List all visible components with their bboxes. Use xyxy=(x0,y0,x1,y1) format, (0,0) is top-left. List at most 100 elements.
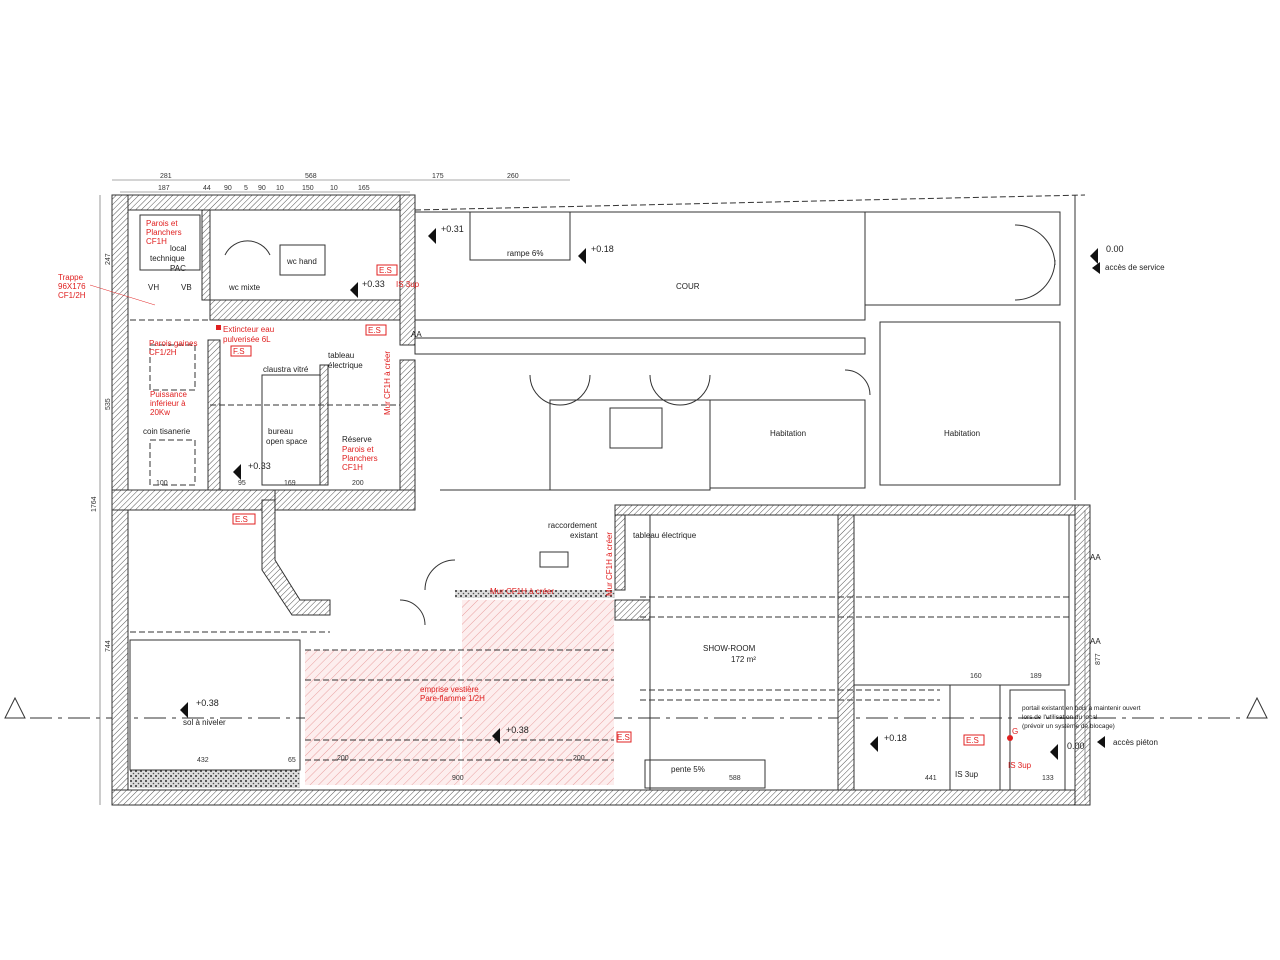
level-marker: +0.38 xyxy=(196,698,219,708)
dimension-label: 432 xyxy=(197,757,209,764)
dimension-label: 44 xyxy=(203,185,211,192)
dimension-label: 877 xyxy=(1095,653,1102,665)
label-raccordement: existant xyxy=(570,531,598,540)
fire-zone-hatch xyxy=(462,600,614,785)
dimension-label: 441 xyxy=(925,775,937,782)
room-label-tableau: électrique xyxy=(328,361,363,370)
dimension-label: 189 xyxy=(1030,673,1042,680)
level-marker: 0.00 xyxy=(1067,741,1085,751)
label-aa: AA xyxy=(1090,553,1101,562)
dimension-label: 187 xyxy=(158,185,170,192)
badge-es: E.S xyxy=(235,515,248,524)
note-trappe: Trappe xyxy=(58,273,84,282)
level-markers: +0.31 +0.18 0.00 +0.33 +0.33 +0.38 +0.38… xyxy=(180,224,1124,760)
badge-es: E.S xyxy=(617,733,630,742)
room-label-local-technique: technique xyxy=(150,254,185,263)
badge-es: E.S xyxy=(966,736,979,745)
label-is-3up: IS 3up xyxy=(955,770,979,779)
label-raccordement: raccordement xyxy=(548,521,598,530)
dimension-label: 95 xyxy=(238,480,246,487)
note-parois: Parois et xyxy=(342,445,374,454)
note-portail: (prévoir un système de blocage) xyxy=(1022,723,1115,730)
note-parois: Planchers xyxy=(342,454,378,463)
dimension-label: 588 xyxy=(729,775,741,782)
badge-fs: F.S xyxy=(233,347,245,356)
note-parois: Parois et xyxy=(146,219,178,228)
gravel-strip xyxy=(455,590,615,598)
room-label-bureau: bureau xyxy=(268,427,293,436)
dimension-label: 260 xyxy=(507,173,519,180)
label-rampe: rampe 6% xyxy=(507,249,543,258)
dimension-label: 90 xyxy=(224,185,232,192)
section-line xyxy=(4,696,1268,719)
label-vb: VB xyxy=(181,283,192,292)
note-extincteur: pulverisée 6L xyxy=(223,335,271,344)
dimension-label: 165 xyxy=(358,185,370,192)
room-label-reserve: Réserve xyxy=(342,435,372,444)
note-emprise: emprise vestière xyxy=(420,685,479,694)
room-label-local-technique: PAC xyxy=(170,264,186,273)
note-mur-cf1h: Mur CF1H à créer xyxy=(490,587,554,596)
room-label-claustra: claustra vitré xyxy=(263,365,309,374)
dimension-label: 535 xyxy=(105,398,112,410)
room-area-show-room: 172 m² xyxy=(731,655,756,664)
dimension-label: 100 xyxy=(156,480,168,487)
level-marker: +0.31 xyxy=(441,224,464,234)
dimension-label: 90 xyxy=(258,185,266,192)
note-puissance: Puissance xyxy=(150,390,187,399)
level-marker: +0.18 xyxy=(591,244,614,254)
room-labels: COUR Habitation Habitation wc mixte wc h… xyxy=(143,244,980,774)
room-label-habitation: Habitation xyxy=(770,429,806,438)
level-marker: +0.18 xyxy=(884,733,907,743)
note-mur-cf1h: Mur CF1H à créer xyxy=(605,532,614,596)
room-label-wc-mixte: wc mixte xyxy=(228,283,261,292)
dimension-label: 1764 xyxy=(91,496,98,512)
note-trappe: 96X176 xyxy=(58,282,86,291)
dimension-label: 10 xyxy=(330,185,338,192)
note-portail: lors de l'utilisation du local xyxy=(1022,714,1098,721)
room-label-local-technique: local xyxy=(170,244,187,253)
level-marker: 0.00 xyxy=(1106,244,1124,254)
badge-es: E.S xyxy=(379,266,392,275)
fire-zone-hatch xyxy=(305,650,460,785)
note-parois-gaines: Parois gaines xyxy=(149,339,197,348)
note-parois: Planchers xyxy=(146,228,182,237)
level-marker: +0.33 xyxy=(362,279,385,289)
note-emprise: Pare-flamme 1/2H xyxy=(420,694,485,703)
room-label-tableau-electrique: tableau électrique xyxy=(633,531,697,540)
dimension-label: 160 xyxy=(970,673,982,680)
extinguisher-icon xyxy=(216,325,221,330)
dimension-label: 133 xyxy=(1042,775,1054,782)
label-aa: AA xyxy=(1090,637,1101,646)
dimension-label: 5 xyxy=(244,185,248,192)
note-parois: CF1H xyxy=(342,463,363,472)
note-parois: CF1H xyxy=(146,237,167,246)
dimension-lines: 281 568 175 260 187 44 90 5 90 10 150 10… xyxy=(91,173,1102,805)
note-trappe: CF1/2H xyxy=(58,291,86,300)
note-portail: portail existant en bois à maintenir ouv… xyxy=(1022,705,1141,712)
label-acces-service: accès de service xyxy=(1105,263,1165,272)
label-vh: VH xyxy=(148,283,159,292)
dimension-label: 200 xyxy=(337,755,349,762)
walls xyxy=(111,194,1091,806)
room-label-coin-tisanerie: coin tisanerie xyxy=(143,427,191,436)
label-is-3up: IS 3up xyxy=(396,280,420,289)
label-acces-pieton: accès piéton xyxy=(1113,738,1158,747)
room-label-show-room: SHOW-ROOM xyxy=(703,644,756,653)
label-pente: pente 5% xyxy=(671,765,705,774)
dimension-label: 281 xyxy=(160,173,172,180)
dimension-label: 900 xyxy=(452,775,464,782)
badge-es: E.S xyxy=(368,326,381,335)
note-parois-gaines: CF1/2H xyxy=(149,348,177,357)
label-aa: AA xyxy=(411,330,422,339)
room-label-bureau: open space xyxy=(266,437,308,446)
note-mur-cf1h: Mur CF1H à créer xyxy=(383,351,392,415)
dimension-label: 65 xyxy=(288,757,296,764)
dimension-label: 568 xyxy=(305,173,317,180)
room-label-habitation: Habitation xyxy=(944,429,980,438)
note-extincteur: Extincteur eau xyxy=(223,325,274,334)
access-annotations: accès de service accès piéton portail ex… xyxy=(411,262,1165,779)
arrow-left-icon xyxy=(1092,262,1100,274)
note-puissance: inférieur à xyxy=(150,399,186,408)
